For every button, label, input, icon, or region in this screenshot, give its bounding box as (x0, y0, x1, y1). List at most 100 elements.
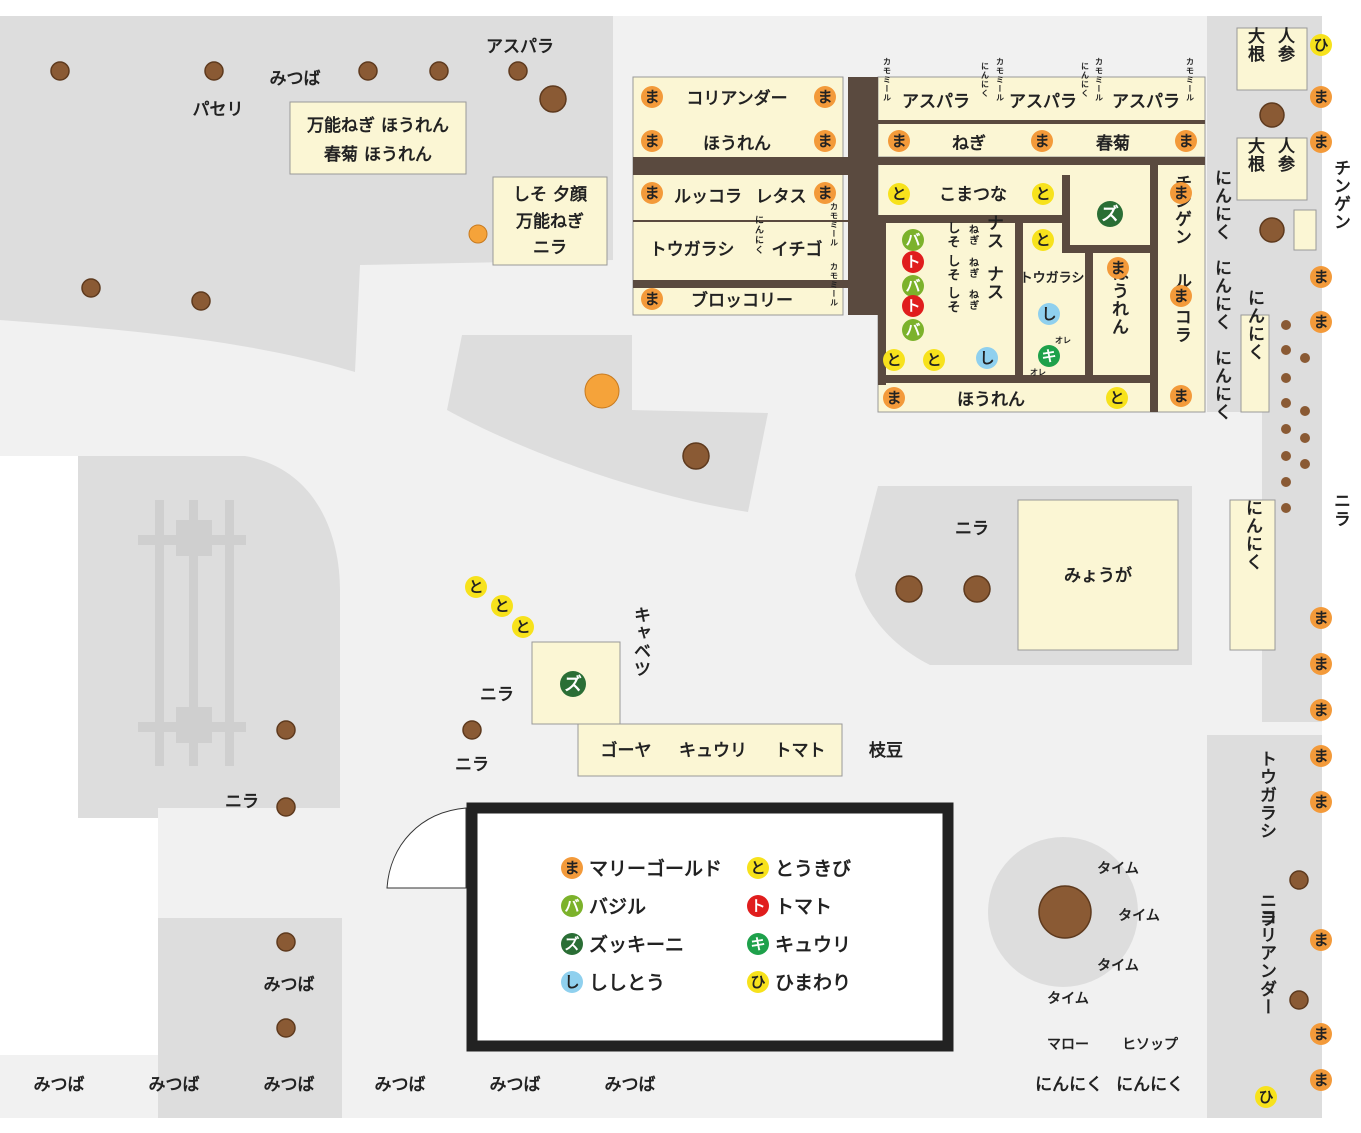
label-shiso: しそ (945, 286, 961, 314)
label-eggplant: ナス (983, 265, 1003, 301)
legend-swatch (747, 933, 769, 955)
marigold-badge-symbol: ま (1314, 268, 1329, 286)
tree-marker (358, 61, 378, 81)
label-mitsuba: みつば (149, 1075, 200, 1095)
label-garlic-vertical: にんにく (1211, 169, 1232, 241)
marigold-badge: ま (1310, 791, 1332, 813)
tree-marker (539, 85, 567, 113)
marigold-badge-circle (1310, 86, 1332, 108)
sugarcane-badge: と (512, 616, 534, 638)
label-garlic-vertical: にんにく (1211, 259, 1232, 331)
label-spinach-vertical: ほうれん (1108, 264, 1129, 336)
label-bed2-line3: ニラ (533, 238, 567, 258)
marigold-badge-symbol: ま (1314, 701, 1329, 719)
label-garlic: にんにく (1116, 1075, 1184, 1095)
sugarcane-badge-circle (512, 616, 534, 638)
tree-marker (895, 575, 923, 603)
marigold-badge-symbol: ま (645, 290, 660, 308)
legend-item-zucchini: ズズッキーニ (561, 933, 684, 956)
sugarcane-badge-circle (1106, 387, 1128, 409)
sugarcane-badge-circle (1032, 183, 1054, 205)
label-negi-small: ねぎ (967, 257, 979, 279)
label-ninjin-vertical: 人参 (1274, 137, 1295, 173)
marigold-badge-circle (1310, 607, 1332, 629)
marigold-badge: ま (1310, 131, 1332, 153)
marigold-badge-circle (814, 130, 836, 152)
label-nira: ニラ (955, 519, 989, 539)
label-shiso: しそ (945, 221, 961, 249)
cucumber-badge: キ (1038, 345, 1060, 367)
orange-tree-marker (468, 224, 488, 244)
tree-marker (1289, 990, 1309, 1010)
legend-swatch (747, 895, 769, 917)
label-asparagus: アスパラ (902, 92, 970, 112)
sugarcane-badge: と (465, 576, 487, 598)
label-chingen-vertical: チンゲン (1330, 159, 1351, 231)
label-chamomile-small: カモミール (830, 263, 839, 308)
label-chamomile-small: カモミール (830, 203, 839, 248)
cucumber-badge-circle (1038, 345, 1060, 367)
seedling-marker (1281, 503, 1291, 513)
bed-rail (633, 280, 848, 288)
marigold-badge: ま (1175, 130, 1197, 152)
legend-item-sugarcane: ととうきび (747, 857, 851, 880)
bed-rail (878, 375, 1158, 383)
label-komatsuna: こまつな (939, 185, 1007, 205)
label-daikon-vertical: 大根 (1244, 136, 1265, 173)
shishito-badge: し (976, 347, 998, 369)
legend-swatch (561, 857, 583, 879)
basil-badge: バ (902, 229, 924, 251)
marigold-badge-circle (1310, 653, 1332, 675)
label-arugula-vertical: ルッコラ (1171, 272, 1192, 344)
basil-badge-circle (902, 275, 924, 297)
marigold-badge: ま (888, 130, 910, 152)
legend-label: キュウリ (775, 934, 851, 956)
label-arugula: ルッコラ (674, 187, 742, 207)
legend-frame (466, 802, 954, 1052)
label-mitsuba: みつば (34, 1075, 85, 1095)
marigold-badge-symbol: ま (1174, 287, 1189, 305)
label-nira-vertical: ニラ (1330, 492, 1350, 528)
seedling-marker (1281, 373, 1291, 383)
tomato-badge-circle (902, 251, 924, 273)
marigold-badge: ま (1310, 1023, 1332, 1045)
tomato-badge-circle (902, 295, 924, 317)
basil-badge: バ (902, 319, 924, 341)
marigold-badge-circle (1310, 1023, 1332, 1045)
seedling-marker (1300, 433, 1310, 443)
seedling-marker (1281, 451, 1291, 461)
label-thyme: タイム (1097, 861, 1139, 877)
tree-marker (1259, 217, 1285, 243)
legend-label: ズッキーニ (589, 933, 684, 956)
legend-swatch (747, 857, 769, 879)
bed-rail (878, 157, 1205, 165)
bed-daikon-1 (1236, 27, 1308, 91)
marigold-badge-circle (1310, 131, 1332, 153)
label-thyme: タイム (1118, 908, 1160, 924)
bed-rail (633, 157, 848, 175)
marigold-badge-symbol: ま (645, 132, 660, 150)
bed-daikon-2 (1236, 137, 1308, 201)
marigold-badge-symbol: ま (1111, 259, 1126, 277)
basil-badge: バ (902, 275, 924, 297)
label-spinach: ほうれん (703, 134, 771, 154)
label-chamomile-small: カモミール (883, 58, 892, 103)
tree-marker (276, 1018, 296, 1038)
label-garlic-small: にんにく (1081, 62, 1090, 98)
trees (50, 61, 1310, 1038)
plant-badges: まままままままままままままままままままままままままままとととととととととバババト… (465, 34, 1332, 1108)
marigold-badge-symbol: ま (1174, 184, 1189, 202)
legend-swatch (561, 933, 583, 955)
label-chili-vertical: トウガラシ (1256, 750, 1276, 840)
label-myouga: みょうが (1064, 565, 1132, 586)
label-garlic-small: にんにく (753, 215, 764, 255)
marigold-badge-circle (883, 387, 905, 409)
marigold-badge: ま (814, 130, 836, 152)
label-goya: ゴーヤ (601, 740, 652, 761)
sunflower-badge: ひ (1255, 1086, 1277, 1108)
label-ninjin-vertical: 人参 (1274, 27, 1295, 63)
legend-swatch (561, 895, 583, 917)
sugarcane-badge-symbol: と (887, 351, 902, 369)
basil-badge-circle (902, 319, 924, 341)
seedling-marker (1281, 477, 1291, 487)
